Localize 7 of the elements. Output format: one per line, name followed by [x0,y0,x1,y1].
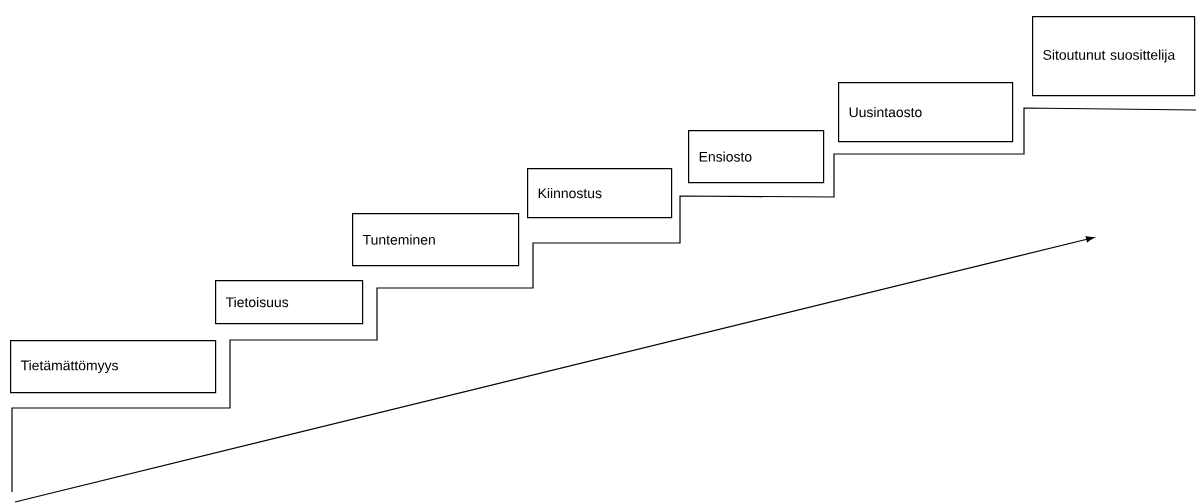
stage-box: Ensiosto [688,130,825,184]
stage-box: Kiinnostus [527,168,673,219]
stage-box: Sitoutunut suosittelija [1032,16,1196,97]
stage-box: Uusintaosto [838,82,1014,143]
stage-box: Tunteminen [352,213,520,267]
stage-box: Tietämättömyys [10,340,217,394]
stage-box: Tietoisuus [215,280,364,325]
